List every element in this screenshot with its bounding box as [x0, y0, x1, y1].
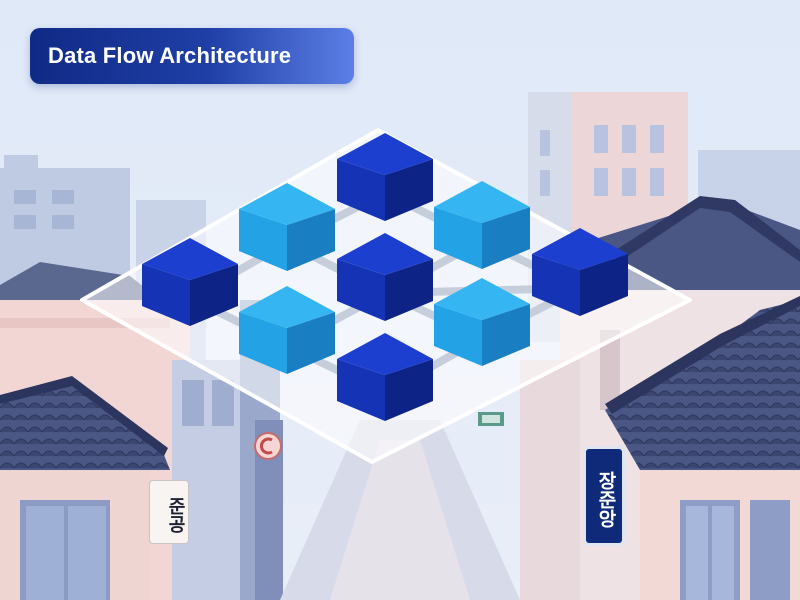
street [280, 420, 520, 600]
right-houses [478, 196, 800, 600]
node-cube-dark [532, 228, 628, 316]
node-cube-dark [337, 233, 433, 321]
shop-sign-right: 장준앙 [583, 446, 625, 546]
node-cube-dark [337, 333, 433, 421]
node-cube-dark [337, 133, 433, 221]
node-cube-dark [142, 238, 238, 326]
node-cube-light [239, 286, 335, 374]
node-cube-light [239, 183, 335, 271]
shop-sign-left: 준공 [149, 480, 189, 544]
page-title: Data Flow Architecture [30, 28, 354, 84]
node-cube-light [434, 278, 530, 366]
node-grid [142, 133, 628, 421]
node-cube-light [434, 181, 530, 269]
